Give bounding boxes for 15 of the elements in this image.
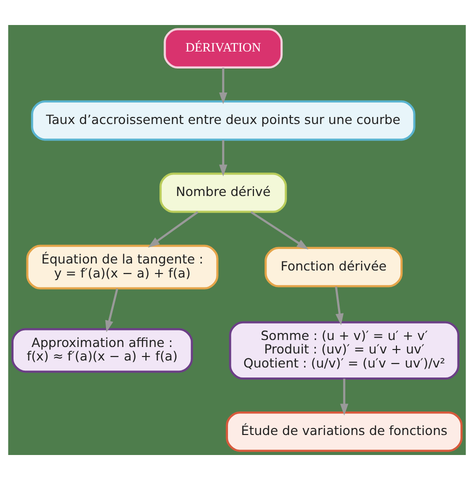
node-box: Somme : (u + v)′ = u′ + v′ Produit : (uv)′ = u′v + uv′ Quotient : (u/v)′ = (u′v − uv′)/v² — [229, 321, 460, 380]
node-box: Nombre dérivé — [160, 172, 287, 213]
arrow — [334, 286, 344, 326]
arrow — [105, 288, 118, 332]
node-box: Étude de variations de fonctions — [226, 411, 463, 452]
arrow — [250, 211, 308, 250]
node-box: Fonction dérivée — [264, 246, 403, 288]
arrow — [219, 68, 228, 104]
arrow — [340, 378, 348, 416]
node-box: Taux d’accroissement entre deux points sur une courbe — [31, 100, 416, 141]
node-box: Équation de la tangente : y = f′(a)(x − a) + f(a) — [26, 244, 218, 290]
node-box: Approximation affine : f(x) ≈ f′(a)(x − a) + f(a) — [11, 328, 193, 373]
arrow — [148, 211, 198, 248]
arrow — [219, 140, 228, 176]
node-box: DÉRIVATION — [164, 28, 283, 69]
